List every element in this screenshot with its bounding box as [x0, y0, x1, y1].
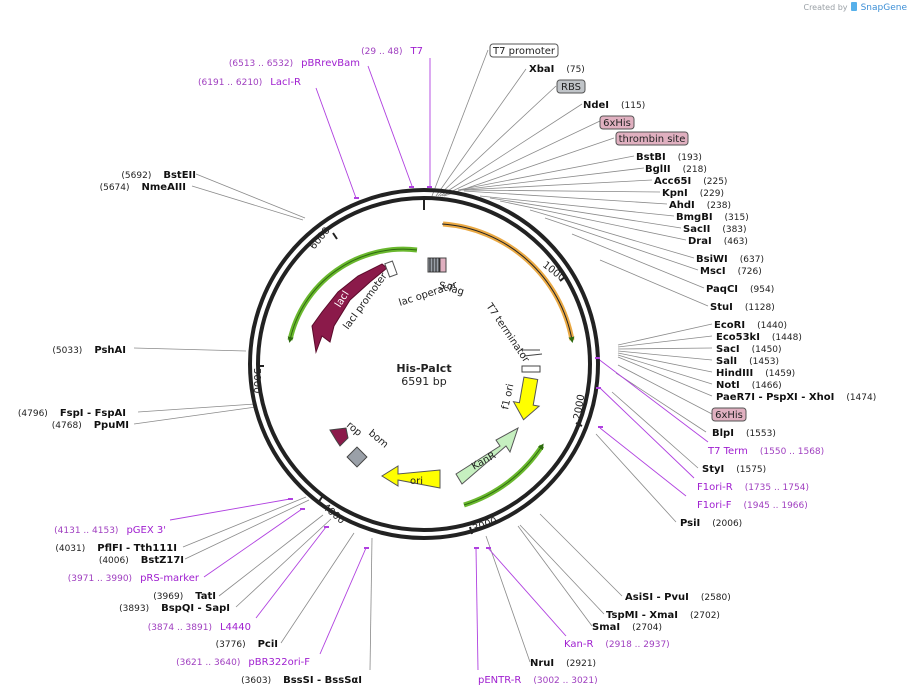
primer-label: (3621 .. 3640)pBR322ori-F — [176, 657, 310, 668]
enzyme-label: PsiI(2006) — [680, 518, 742, 529]
enzyme-label: SacII(383) — [683, 224, 747, 235]
tick-3000: 3000 — [471, 516, 499, 535]
enzyme-label: (3603)BssSI - BssSαI — [241, 675, 362, 686]
enzyme-label: NdeI(115) — [583, 100, 645, 111]
snapgene-logo-icon — [851, 2, 858, 11]
primer-label: (6513 .. 6532)pBRrevBam — [229, 58, 360, 69]
lacI-feature — [311, 263, 388, 354]
primer-labels: (6513 .. 6532)pBRrevBam (29 .. 48)T7 (61… — [54, 46, 824, 686]
enzyme-label: (4768)PpuMI — [52, 420, 129, 431]
enzyme-label: PaeR7I - PspXI - XhoI(1474) — [716, 392, 876, 403]
ruler-ticks — [257, 198, 583, 535]
enzyme-label: EcoRI(1440) — [714, 320, 787, 331]
lac-operator-stripes — [429, 258, 440, 272]
enzyme-label: Eco53kI(1448) — [716, 332, 802, 343]
credit-prefix: Created by — [803, 3, 848, 12]
orange-arc-line — [441, 223, 575, 343]
enzyme-label: (4031)PflFI - Tth111I — [55, 543, 177, 554]
enzyme-label: (3776)PciI — [216, 639, 278, 650]
primer-label: (3971 .. 3990)pRS-marker — [68, 573, 200, 584]
f1-ori-label: f1 ori — [500, 383, 516, 411]
enzyme-label: (5033)PshAI — [52, 345, 126, 356]
t7-promoter-label: T7 promoter — [492, 46, 556, 57]
bom-label: bom — [366, 428, 390, 451]
enzyme-label: SalI(1453) — [716, 356, 779, 367]
plasmid-name: His-PaIct — [396, 362, 451, 375]
primer-label: pENTR-R(3002 .. 3021) — [478, 675, 598, 686]
primer-label: (6191 .. 6210)LacI-R — [198, 77, 301, 88]
primer-label: (29 .. 48)T7 — [361, 46, 423, 57]
enzyme-label: BglII(218) — [645, 164, 707, 175]
enzyme-label: AsiSI - PvuI(2580) — [625, 592, 731, 603]
enzyme-labels-right: XbaI(75) NdeI(115) BstBI(193) BglII(218)… — [529, 64, 876, 669]
backbone-outer — [248, 188, 600, 540]
t7-terminator-mark — [522, 349, 543, 357]
boxed-feature-labels: T7 promoter RBS 6xHis thrombin site 6xHi… — [489, 43, 747, 422]
green-arc-bottom — [463, 444, 545, 508]
primer-label: (3874 .. 3891)L4440 — [148, 622, 251, 633]
thrombin-site-label: thrombin site — [619, 134, 686, 145]
kanR-feature — [455, 426, 519, 485]
primer-label: T7 Term(1550 .. 1568) — [707, 446, 824, 457]
enzyme-label: (5692)BstEII — [121, 170, 196, 181]
green-arc-bottom-line — [463, 443, 544, 506]
primer-leader-lines — [169, 58, 709, 671]
enzyme-label: SacI(1450) — [716, 344, 782, 355]
lacI-promoter-box — [384, 260, 398, 278]
rbs-label: RBS — [561, 82, 581, 93]
enzyme-label: (4006)BstZ17I — [99, 555, 184, 566]
6xhis-label-top: 6xHis — [603, 118, 631, 129]
enzyme-label: BsiWI(637) — [696, 254, 764, 265]
enzyme-label: PaqCI(954) — [706, 284, 774, 295]
s-tag-box — [439, 257, 447, 273]
enzyme-label: TspMI - XmaI(2702) — [606, 610, 720, 621]
enzyme-label: AhdI(238) — [669, 200, 731, 211]
enzyme-label: BstBI(193) — [636, 152, 702, 163]
t7-terminator-label: T7 terminator — [483, 301, 532, 366]
f1-ori-feature — [512, 376, 541, 421]
enzyme-label: BlpI(1553) — [712, 428, 776, 439]
snapgene-credit: Created by SnapGene — [803, 2, 907, 13]
credit-brand: SnapGene — [860, 3, 907, 13]
enzyme-label: MscI(726) — [700, 266, 762, 277]
enzyme-label: HindIII(1459) — [716, 368, 795, 379]
enzyme-labels-left: (5692)BstEII (5674)NmeAIII (5033)PshAI (… — [18, 170, 362, 686]
bom-feature — [346, 446, 368, 468]
enzyme-label: NotI(1466) — [716, 380, 782, 391]
enzyme-label: (3893)BspQI - SapI — [119, 603, 230, 614]
enzyme-label: StuI(1128) — [710, 302, 775, 313]
enzyme-label: BmgBI(315) — [676, 212, 749, 223]
enzyme-label: NruI(2921) — [530, 658, 596, 669]
enzyme-label: Acc65I(225) — [654, 176, 727, 187]
primer-marks — [288, 186, 603, 549]
enzyme-label: SmaI(2704) — [592, 622, 662, 633]
ori-label: ori — [410, 476, 423, 487]
primer-label: F1ori-F(1945 .. 1966) — [697, 500, 808, 511]
tick-4000: 4000 — [320, 502, 347, 527]
green-arc-top-line — [287, 248, 418, 343]
primer-label: F1ori-R(1735 .. 1754) — [697, 482, 809, 493]
ori-feature — [381, 465, 441, 489]
enzyme-label: DraI(463) — [688, 236, 748, 247]
tick-5000: 5000 — [251, 368, 262, 393]
enzyme-label: XbaI(75) — [529, 64, 585, 75]
plasmid-length: 6591 bp — [401, 375, 446, 388]
enzyme-leader-lines — [133, 49, 713, 671]
t7-term-small-box — [521, 365, 541, 373]
enzyme-label: (5674)NmeAIII — [100, 182, 186, 193]
enzyme-label: StyI(1575) — [702, 464, 766, 475]
enzyme-label: (3969)TatI — [153, 591, 216, 602]
tick-2000: 2000 — [572, 394, 587, 421]
kanR-label: KanR — [470, 450, 498, 472]
enzyme-label: KpnI(229) — [662, 188, 724, 199]
primer-label: (4131 .. 4153)pGEX 3' — [54, 525, 166, 536]
primer-label: Kan-R(2918 .. 2937) — [564, 639, 670, 650]
enzyme-label: (4796)FspI - FspAI — [18, 408, 126, 419]
rop-feature — [329, 427, 349, 447]
6xhis-label-right: 6xHis — [715, 410, 743, 421]
